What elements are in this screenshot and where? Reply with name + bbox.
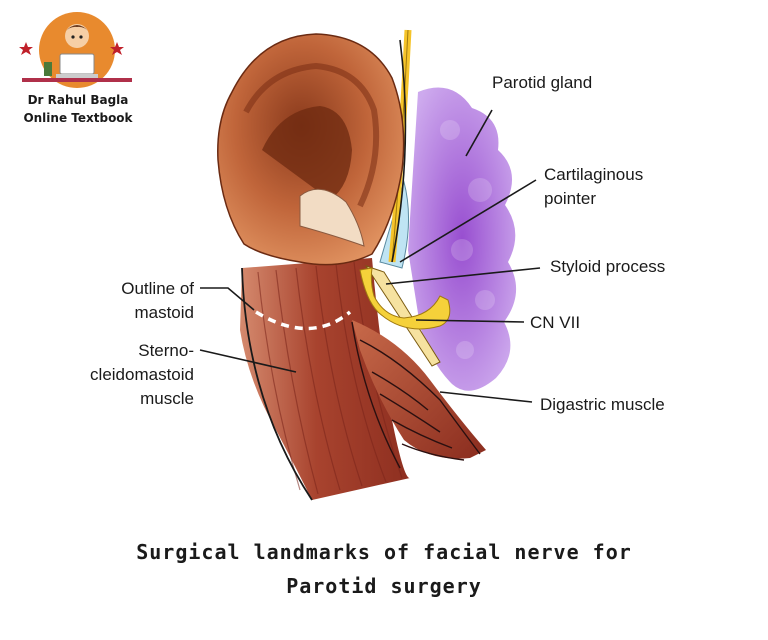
boy-with-laptop-icon <box>44 24 98 78</box>
label-cartilaginous-line1: Cartilaginous <box>544 165 643 184</box>
logo-circle <box>39 12 115 88</box>
caption-line-2: Parotid surgery <box>286 574 482 598</box>
label-scm-line1: Sterno- <box>138 341 194 360</box>
auricle-outline <box>391 39 407 263</box>
label-cartilaginous-line2: pointer <box>544 189 596 208</box>
label-parotid-gland: Parotid gland <box>492 73 592 92</box>
label-styloid-process: Styloid process <box>550 257 665 276</box>
digastric-muscle <box>351 320 486 469</box>
sternocleidomastoid-muscle <box>240 258 410 501</box>
label-digastric-muscle: Digastric muscle <box>540 395 665 414</box>
brand-line-2: Online Textbook <box>23 111 133 125</box>
leader-lines <box>199 109 541 403</box>
star-icon <box>19 42 33 55</box>
logo: Dr Rahul Bagla Online Textbook <box>19 12 134 125</box>
ear-auricle <box>217 33 405 266</box>
label-mastoid-line1: Outline of <box>121 279 194 298</box>
star-icon <box>110 42 124 55</box>
brand-line-1: Dr Rahul Bagla <box>28 93 129 107</box>
label-mastoid-line2: mastoid <box>134 303 194 322</box>
caption-line-1: Surgical landmarks of facial nerve for <box>136 540 632 564</box>
mastoid-outline <box>255 310 352 331</box>
label-cn-vii: CN VII <box>530 313 580 332</box>
logo-underline <box>22 78 132 82</box>
label-scm-line2: cleidomastoid <box>90 365 194 384</box>
styloid-process <box>364 265 441 367</box>
label-scm-line3: muscle <box>140 389 194 408</box>
